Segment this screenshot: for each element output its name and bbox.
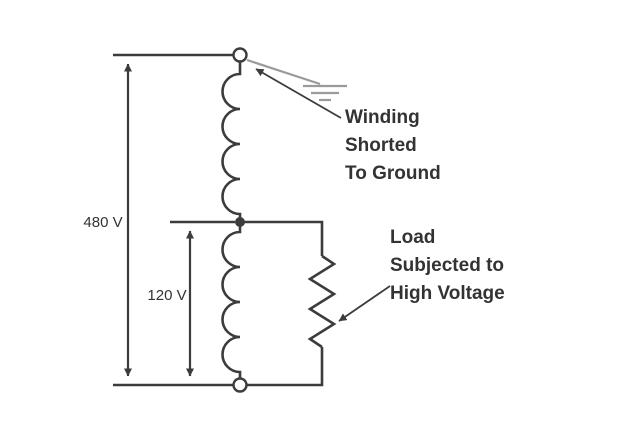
ground-connection [246,58,347,102]
center-tap-dot [235,217,245,227]
winding-coil-upper [221,61,242,222]
resistor-zigzag [307,254,337,349]
winding-note-line-3: To Ground [345,163,441,184]
load-branch-bottom-line [246,347,324,387]
top-terminal-circle [232,47,248,63]
winding-pointer-arrow [255,68,342,119]
bottom-terminal-circle [232,377,248,393]
load-note-line-3: High Voltage [390,283,505,304]
label-480v: 480 V [83,214,122,231]
load-pointer-arrow [338,285,391,322]
load-note-line-1: Load [390,227,435,248]
label-120v: 120 V [147,287,186,304]
diagram-labels: 480 V 120 V Winding Shorted To Ground Lo… [83,107,504,304]
ground-lead-line [246,58,321,86]
load-branch-top-line [240,220,324,256]
load-note-line-2: Subjected to [390,255,504,276]
circuit-lines [113,47,337,393]
dimension-arrows [124,63,194,377]
winding-note-line-2: Shorted [345,135,417,156]
winding-coil-lower [221,222,242,379]
winding-note-line-1: Winding [345,107,420,128]
annotation-arrows [255,68,391,322]
